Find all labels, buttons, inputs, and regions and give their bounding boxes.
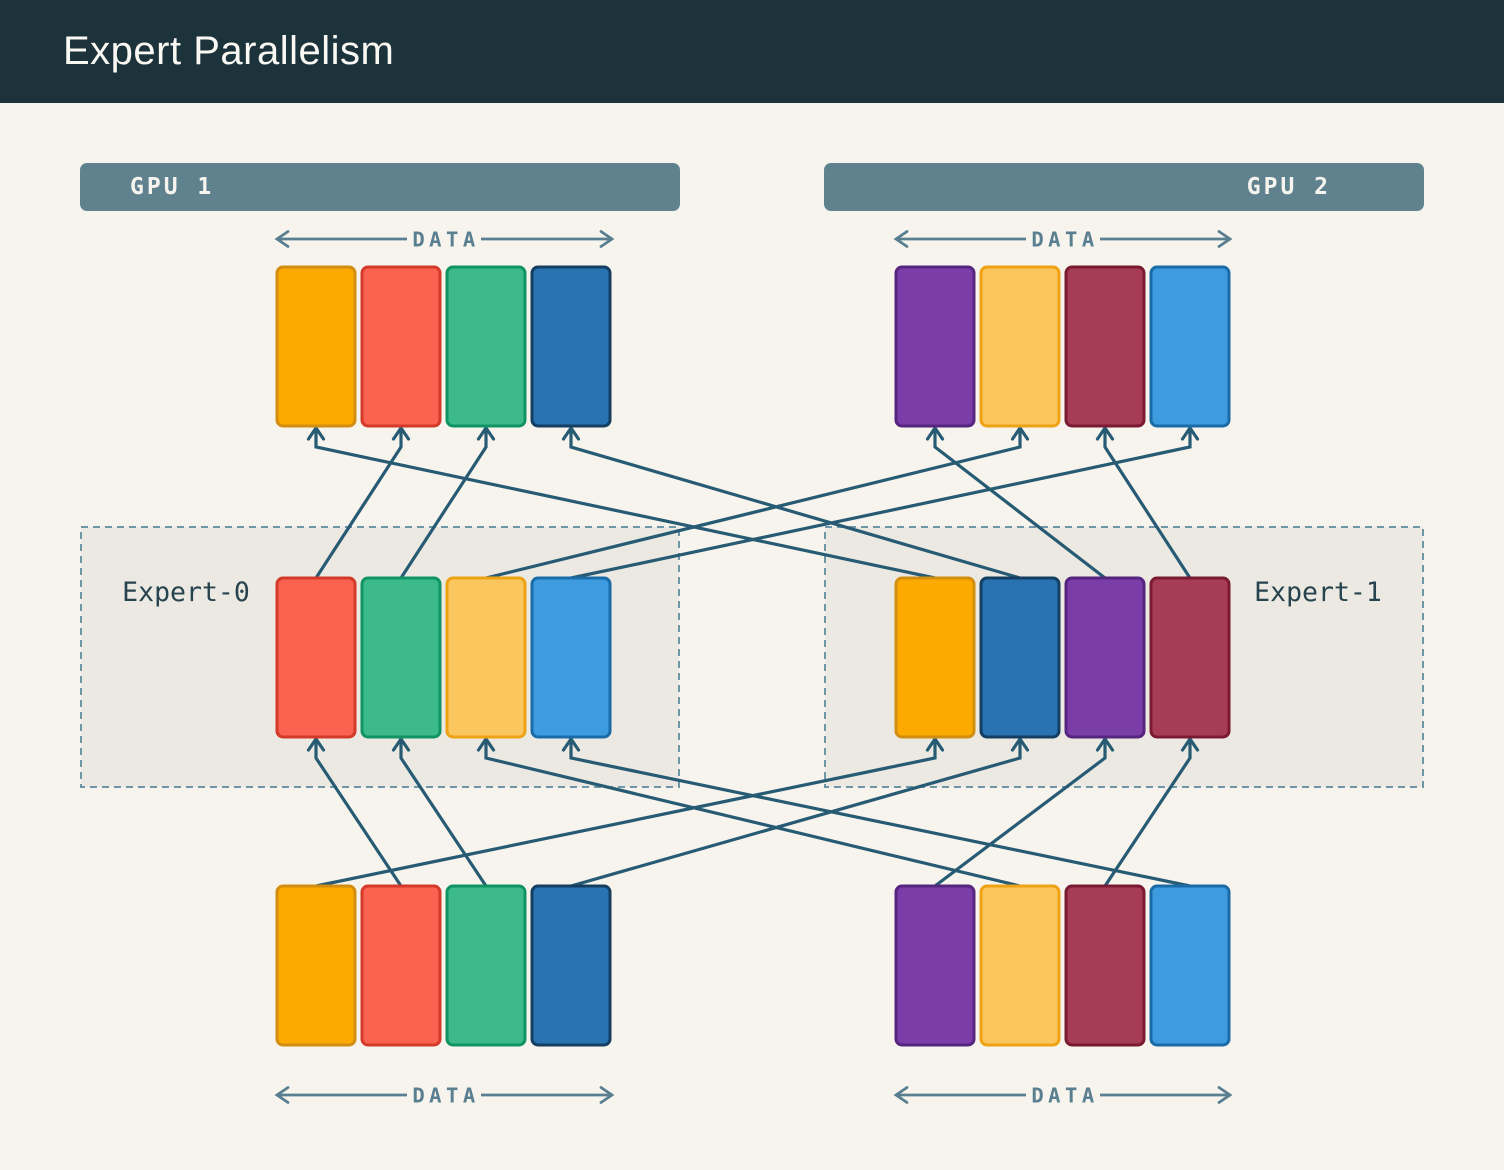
token-block-gpu1-output-tokens-orange: [275, 265, 357, 428]
gpu-label-1: GPU 1: [130, 174, 214, 200]
token-block-expert1-tokens-purple: [1064, 576, 1146, 739]
gpu-bar-2: [824, 163, 1424, 211]
gpu-label-2: GPU 2: [1247, 174, 1331, 200]
title-bar: Expert Parallelism: [0, 0, 1504, 103]
data-label: DATA: [1031, 228, 1098, 252]
route-expert-to-output-light_blue: [570, 425, 1200, 580]
expert-label-1: Expert-1: [1254, 577, 1382, 608]
route-input-to-expert-light_blue: [561, 736, 1191, 888]
page-title: Expert Parallelism: [63, 29, 395, 73]
connectors-layer: [306, 425, 1200, 888]
token-block-gpu2-input-tokens-amber: [979, 884, 1061, 1047]
token-block-gpu2-output-tokens-maroon: [1064, 265, 1146, 428]
token-block-gpu1-input-tokens-deep_blue: [530, 884, 612, 1047]
route-input-to-expert-purple: [934, 736, 1115, 888]
data-arrows-layer: DATA DATA DATA DATA: [274, 228, 1233, 1108]
token-block-gpu2-input-tokens-maroon: [1064, 884, 1146, 1047]
data-extent-arrow-2: DATA: [274, 1084, 615, 1108]
route-input-to-expert-deep_blue: [570, 736, 1030, 888]
route-expert-to-output-deep_blue: [561, 425, 1021, 580]
route-input-to-expert-green: [391, 736, 488, 887]
token-block-expert0-tokens-green: [360, 576, 442, 739]
token-block-expert1-tokens-maroon: [1149, 576, 1231, 739]
gpu-bar-1: [80, 163, 680, 211]
route-expert-to-output-green: [399, 425, 496, 579]
data-extent-arrow-3: DATA: [893, 1084, 1233, 1108]
token-block-gpu1-output-tokens-red: [360, 265, 442, 428]
route-expert-to-output-maroon: [1095, 425, 1192, 579]
token-block-gpu2-output-tokens-light_blue: [1149, 265, 1231, 428]
data-extent-arrow-0: DATA: [274, 228, 615, 252]
gpu-bars-layer: GPU 1 GPU 2: [80, 163, 1424, 211]
token-block-gpu2-output-tokens-purple: [894, 265, 976, 428]
token-block-gpu1-input-tokens-red: [360, 884, 442, 1047]
token-block-expert0-tokens-red: [275, 576, 357, 739]
route-expert-to-output-red: [314, 425, 411, 579]
route-expert-to-output-amber: [485, 425, 1030, 580]
token-blocks-layer: [275, 265, 1231, 1047]
token-block-expert0-tokens-light_blue: [530, 576, 612, 739]
token-block-gpu1-output-tokens-deep_blue: [530, 265, 612, 428]
data-label: DATA: [1031, 1084, 1098, 1108]
token-block-expert1-tokens-deep_blue: [979, 576, 1061, 739]
expert-label-0: Expert-0: [122, 577, 250, 608]
token-block-gpu2-output-tokens-amber: [979, 265, 1061, 428]
token-block-expert1-tokens-orange: [894, 576, 976, 739]
route-input-to-expert-red: [306, 736, 403, 887]
token-block-gpu2-input-tokens-light_blue: [1149, 884, 1231, 1047]
token-block-gpu1-input-tokens-green: [445, 884, 527, 1047]
data-label: DATA: [412, 1084, 479, 1108]
token-block-gpu2-input-tokens-purple: [894, 884, 976, 1047]
route-expert-to-output-orange: [306, 425, 936, 580]
route-input-to-expert-maroon: [1103, 736, 1200, 887]
token-block-expert0-tokens-amber: [445, 576, 527, 739]
data-label: DATA: [412, 228, 479, 252]
token-block-gpu1-output-tokens-green: [445, 265, 527, 428]
token-block-gpu1-input-tokens-orange: [275, 884, 357, 1047]
route-input-to-expert-amber: [476, 736, 1021, 888]
data-extent-arrow-1: DATA: [893, 228, 1233, 252]
route-input-to-expert-orange: [315, 736, 945, 888]
route-expert-to-output-purple: [925, 425, 1106, 580]
